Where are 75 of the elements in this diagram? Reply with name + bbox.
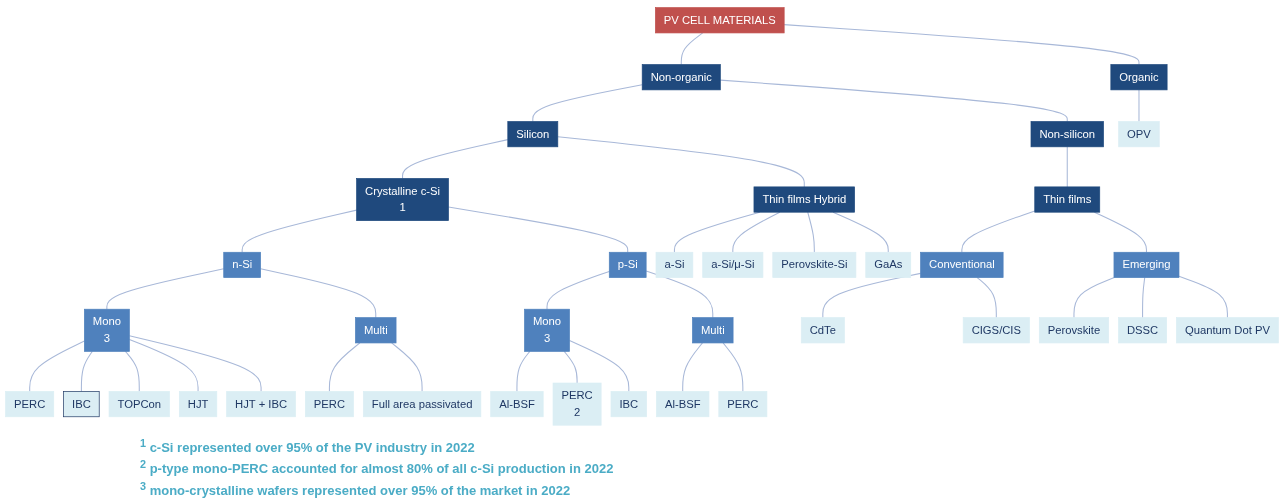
connector xyxy=(80,350,93,393)
connector xyxy=(563,350,578,384)
connector xyxy=(128,335,262,393)
connector xyxy=(807,211,815,253)
node-box: Thin films Hybrid xyxy=(753,186,855,213)
node-box: Crystalline c-Si 1 xyxy=(356,178,449,222)
connector xyxy=(532,84,643,123)
node-box: PERC 2 xyxy=(552,382,602,426)
node-box: PERC xyxy=(305,391,354,418)
node-box: Conventional xyxy=(920,252,1004,279)
connector xyxy=(241,209,358,253)
connector xyxy=(1073,277,1115,319)
node-box: Al-BSF xyxy=(656,391,710,418)
node-box: Quantum Dot PV xyxy=(1176,317,1279,344)
node-box: Thin films xyxy=(1034,186,1101,213)
node-box: Full area passivated xyxy=(362,391,482,418)
node-box: Non-organic xyxy=(641,64,721,91)
footnote: $^{2}$ p-type mono-PERC accounted for almost 80% of all c-Si production in 2022 xyxy=(140,457,615,478)
connector xyxy=(1142,277,1146,319)
node-box: HJT + IBC xyxy=(226,391,296,418)
node-box: Multi xyxy=(692,317,734,344)
node-box: Non-silicon xyxy=(1030,121,1104,148)
node-box: Multi xyxy=(355,317,397,344)
connector xyxy=(1138,89,1140,123)
node-box: DSSC xyxy=(1118,317,1167,344)
node-box: Perovskite-Si xyxy=(772,252,857,279)
node-box: IBC xyxy=(610,391,647,418)
connector xyxy=(391,342,423,393)
node-box: IBC xyxy=(63,391,100,418)
connector xyxy=(29,340,85,393)
connector xyxy=(645,270,714,319)
node-box: Organic xyxy=(1110,64,1168,91)
node-box: CIGS/CIS xyxy=(962,317,1030,344)
node-box: HJT xyxy=(178,391,218,418)
node-box: CdTe xyxy=(800,317,845,344)
node-box: PV CELL MATERIALS xyxy=(655,7,785,34)
connector xyxy=(447,206,629,253)
node-box: a-Si xyxy=(655,252,694,279)
connector xyxy=(402,139,509,180)
node-box: a-Si/μ-Si xyxy=(702,252,764,279)
connector xyxy=(783,24,1140,66)
connector xyxy=(682,342,703,393)
node-box: Silicon xyxy=(507,121,559,148)
connector xyxy=(260,268,377,319)
footnote: $^{1}$ c-Si represented over 95% of the PV industry in 2022 xyxy=(140,436,476,457)
connector xyxy=(1178,275,1228,319)
connector xyxy=(976,277,997,319)
connector xyxy=(961,210,1036,253)
node-box: n-Si xyxy=(223,252,261,279)
node-box: TOPCon xyxy=(108,391,170,418)
node-box: Mono 3 xyxy=(524,308,570,352)
connector xyxy=(722,342,744,393)
connector xyxy=(128,338,199,393)
node-box: OPV xyxy=(1118,121,1160,148)
connector xyxy=(732,211,781,253)
node-box: Mono 3 xyxy=(84,308,130,352)
connector xyxy=(328,342,361,393)
connector xyxy=(822,272,922,319)
connector xyxy=(124,350,140,393)
connector xyxy=(516,350,531,393)
connector xyxy=(1066,146,1068,188)
node-box: Al-BSF xyxy=(490,391,544,418)
footnote: $^{3}$ mono-crystalline wafers represented over 95% of the market in 2022 xyxy=(140,478,572,499)
node-box: Perovskite xyxy=(1038,317,1109,344)
connector xyxy=(106,268,225,310)
node-box: p-Si xyxy=(608,252,647,279)
node-box: GaAs xyxy=(865,252,912,279)
connector xyxy=(546,271,610,310)
connector xyxy=(719,79,1068,123)
node-box: PERC xyxy=(5,391,55,418)
node-box: Emerging xyxy=(1113,252,1180,279)
connector xyxy=(680,32,704,66)
connector xyxy=(569,340,630,393)
connector xyxy=(557,136,805,188)
node-box: PERC xyxy=(718,391,768,418)
